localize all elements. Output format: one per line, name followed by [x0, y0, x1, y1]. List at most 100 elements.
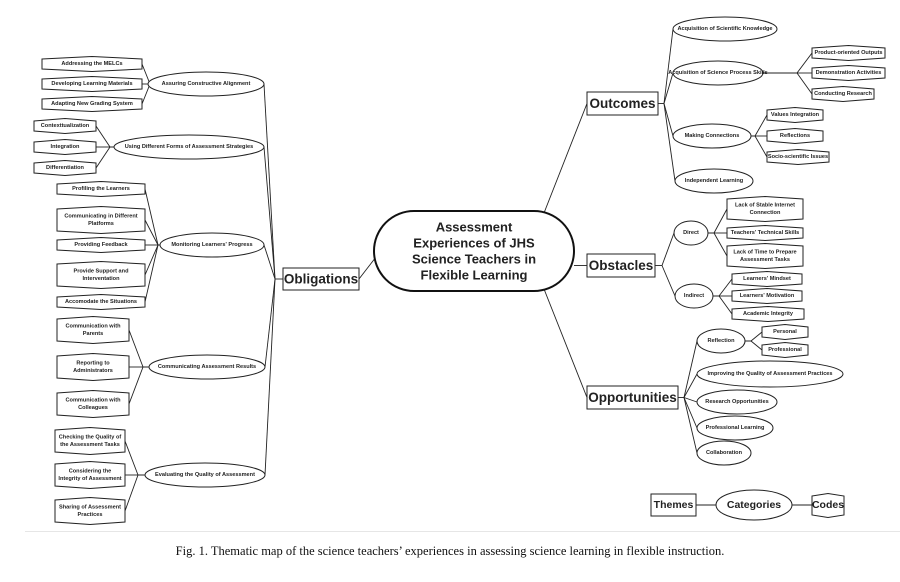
- code-shape: [726, 195, 804, 223]
- trunk-category-link: [661, 232, 675, 266]
- theme-box: [586, 91, 659, 116]
- join-code-link: [128, 366, 144, 405]
- node-label: Considering the: [69, 468, 112, 474]
- connector-lines: [95, 28, 813, 512]
- theme-box: [586, 385, 679, 410]
- node-label: Provide Support and: [73, 268, 129, 274]
- code-shape: [766, 127, 824, 145]
- node-label: Parents: [83, 331, 104, 337]
- theme-box: [586, 253, 656, 278]
- node-label: Science Teachers in: [412, 252, 536, 267]
- code-shape: [54, 426, 126, 456]
- code-shape: [811, 492, 845, 519]
- code-shape: [811, 44, 886, 62]
- code-node: Contexttualization: [33, 117, 97, 135]
- node-label: Providing Feedback: [74, 242, 128, 248]
- join-code-link: [144, 244, 159, 303]
- category-node: Research Opportunities: [696, 389, 778, 415]
- category-label: Professional Learning: [706, 425, 765, 431]
- category-label: Reflection: [707, 338, 735, 344]
- join-code-link: [713, 208, 728, 234]
- trunk-category-link: [683, 397, 698, 429]
- trunk-category-link: [264, 278, 276, 368]
- code-shape: [56, 180, 146, 198]
- join-code-link: [796, 72, 813, 95]
- trunk-category-link: [263, 83, 276, 280]
- join-code-link: [124, 474, 139, 512]
- trunk-category-link: [683, 373, 698, 398]
- node-label: Accomodate the Situations: [65, 299, 137, 305]
- join-code-link: [124, 440, 139, 476]
- code-node: Product-oriented Outputs: [811, 44, 886, 62]
- node-label: Assessment: [436, 220, 513, 235]
- node-label: Demonstration Activities: [816, 70, 882, 76]
- code-shape: [56, 352, 130, 382]
- theme-label: Opportunities: [588, 390, 677, 405]
- root-theme-link: [543, 288, 588, 398]
- trunk-category-link: [663, 103, 676, 182]
- category-ellipse: [673, 220, 709, 246]
- node-label: Interventation: [83, 276, 121, 282]
- code-shape: [54, 496, 126, 526]
- join-code-link: [754, 114, 768, 137]
- code-node: Teachers' Technical Skills: [726, 224, 804, 242]
- code-shape: [731, 287, 803, 305]
- code-shape: [56, 205, 146, 235]
- code-shape: [726, 224, 804, 242]
- trunk-category-link: [263, 146, 276, 280]
- figure-caption: Fig. 1. Thematic map of the science teac…: [175, 544, 725, 558]
- legend-label: Codes: [812, 499, 844, 511]
- category-node: Making Connections Values IntegrationRefl…: [672, 106, 830, 166]
- node-label: Colleagues: [78, 405, 108, 411]
- trunk-category-link: [264, 278, 276, 476]
- category-ellipse: [672, 16, 778, 42]
- category-label: Evaluating the Quality of Assessment: [155, 472, 255, 478]
- category-label: Making Connections: [685, 133, 740, 139]
- code-shape: [33, 159, 97, 177]
- code-node: Professional: [761, 341, 809, 359]
- category-node: Improving the Quality of Assessment Prac…: [696, 360, 844, 388]
- category-ellipse: [113, 134, 265, 160]
- node-label: Reflections: [780, 133, 810, 139]
- code-shape: [41, 75, 143, 93]
- node-label: Conducting Research: [814, 91, 872, 97]
- node-label: Checking the Quality of: [59, 434, 122, 440]
- join-code-link: [750, 331, 763, 342]
- category-label: Indirect: [684, 293, 704, 299]
- code-shape: [726, 242, 804, 270]
- code-node: Adapting New Grading System: [41, 95, 143, 113]
- join-code-link: [95, 125, 111, 148]
- node-label: Reporting to: [76, 360, 110, 366]
- category-node: Acquisition of Scientific Knowledge: [672, 16, 778, 42]
- node-label: Values Integration: [771, 112, 820, 118]
- node-label: Experiences of JHS: [413, 236, 535, 251]
- category-ellipse: [147, 71, 265, 97]
- join-code-link: [713, 232, 728, 257]
- join-code-link: [128, 329, 144, 368]
- code-shape: [731, 270, 803, 288]
- code-node: Integration: [33, 138, 97, 156]
- code-node: Accomodate the Situations: [56, 293, 146, 311]
- category-node: Using Different Forms of Assessment Stra…: [33, 117, 265, 177]
- code-node: Providing Feedback: [56, 236, 146, 254]
- code-shape: [761, 323, 809, 341]
- trunk-category-link: [683, 340, 698, 398]
- trunk-category-link: [663, 103, 674, 137]
- join-code-link: [144, 244, 159, 276]
- category-label: Using Different Forms of Assessment Stra…: [125, 144, 253, 150]
- code-shape: [766, 106, 824, 124]
- theme-label: Outcomes: [589, 96, 655, 111]
- code-node: Values Integration: [766, 106, 824, 124]
- category-label: Collaboration: [706, 450, 743, 456]
- caption-divider: [25, 531, 900, 532]
- category-node: Independent Learning: [674, 168, 754, 194]
- code-shape: [56, 260, 146, 290]
